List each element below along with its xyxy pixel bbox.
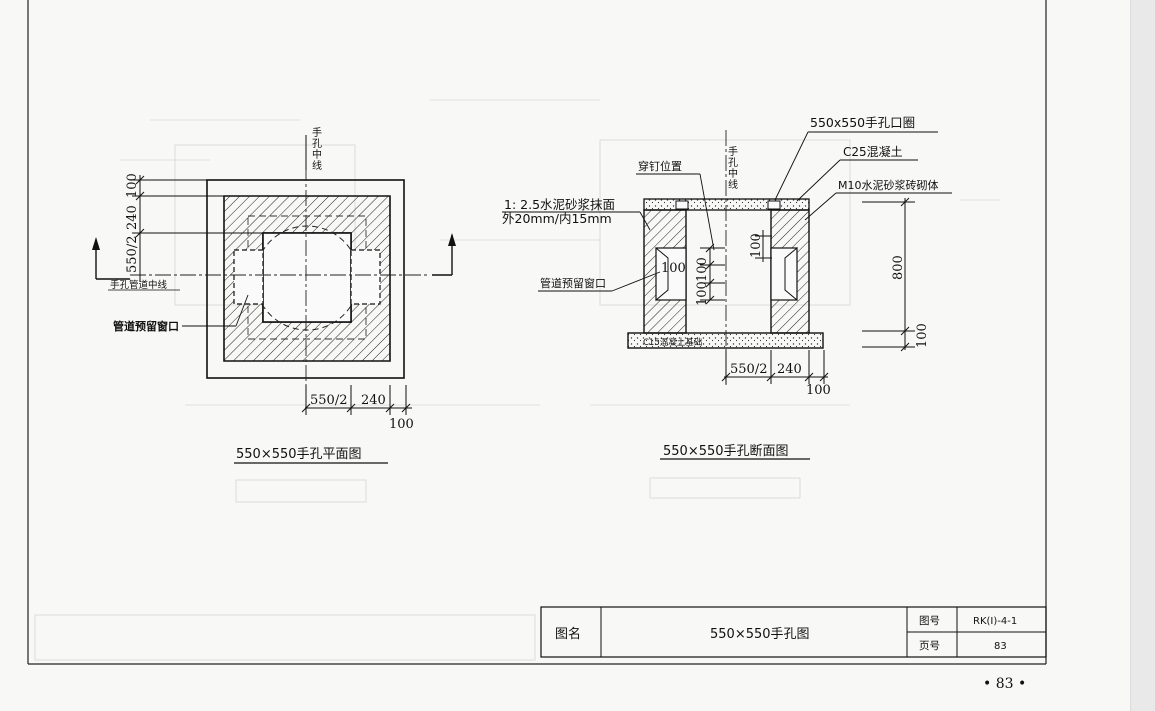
section-dim-100-right: 100 — [915, 323, 930, 348]
section-dim-100-c: 100 — [695, 257, 710, 282]
section-view-title: 550×550手孔断面图 — [663, 444, 789, 459]
section-frame-label: 550x550手孔口圈 — [810, 115, 915, 130]
plan-dim-240-left: 240 — [125, 205, 140, 230]
section-dim-240: 240 — [777, 362, 802, 377]
title-block-page-label: 页号 — [919, 640, 940, 652]
plan-centerline-label: 手孔中线 — [312, 126, 322, 172]
plan-window-label: 管道预留窗口 — [113, 319, 179, 333]
section-base-label: C15混凝土基础 — [643, 337, 702, 348]
engineering-drawing: 100 240 550/2 手孔中线 手孔管道中线 管道预留窗口 550/2 2… — [27, 0, 1047, 692]
drawing-sheet: 100 240 550/2 手孔中线 手孔管道中线 管道预留窗口 550/2 2… — [0, 0, 1130, 711]
title-block-drawing-no-value: RK(I)-4-1 — [973, 616, 1017, 627]
plan-dim-100-top: 100 — [125, 173, 140, 198]
section-view: C15混凝土基础 手孔中线 550x550手孔口圈 C25混凝土 M10水泥砂浆… — [502, 115, 952, 460]
section-dim-800: 800 — [891, 255, 906, 280]
plan-dim-vertical — [132, 175, 262, 282]
sheet-border — [27, 0, 1047, 665]
section-concrete-label: C25混凝土 — [843, 144, 903, 159]
section-top-cap — [643, 198, 810, 211]
title-block-name-label: 图名 — [555, 626, 581, 642]
section-dim-100-d: 100 — [695, 281, 710, 306]
plan-window-left — [233, 249, 264, 305]
title-block: 图名 550×550手孔图 图号 RK(I)-4-1 页号 83 — [540, 606, 1047, 658]
plan-dim-550-2-left: 550/2 — [125, 236, 140, 273]
plan-dim-240-bottom: 240 — [361, 393, 386, 408]
plan-chamber — [262, 232, 352, 323]
section-centerline-label: 手孔中线 — [728, 145, 738, 191]
scrollbar[interactable] — [1130, 0, 1155, 711]
section-arrow-left — [92, 237, 130, 280]
plan-view: 100 240 550/2 手孔中线 手孔管道中线 管道预留窗口 550/2 2… — [92, 126, 456, 464]
section-dim-inner — [700, 230, 772, 305]
section-dim-vertical — [862, 197, 915, 352]
section-window-label: 管道预留窗口 — [540, 276, 606, 290]
title-block-page-value: 83 — [994, 641, 1007, 652]
section-arrow-right — [432, 233, 456, 276]
section-window-left — [655, 247, 687, 301]
section-masonry-label: M10水泥砂浆砖砌体 — [838, 178, 939, 192]
title-block-name-value: 550×550手孔图 — [710, 627, 810, 642]
section-dim-550-2: 550/2 — [730, 362, 767, 377]
plan-dim-550-2-bottom: 550/2 — [310, 393, 347, 408]
plan-base-outline — [206, 179, 405, 379]
plan-view-title: 550×550手孔平面图 — [236, 447, 362, 462]
section-window-right — [770, 247, 798, 301]
section-dim-horizontal — [721, 350, 829, 384]
section-plaster-label-1: 1: 2.5水泥砂浆抹面 — [504, 197, 615, 212]
section-base-slab — [627, 332, 824, 349]
plan-dim-100-bottom: 100 — [389, 417, 414, 432]
section-dim-100-bottom: 100 — [806, 383, 831, 398]
section-dim-100-a: 100 — [749, 233, 764, 258]
plan-dim-horizontal — [301, 385, 412, 415]
section-dim-100-b: 100 — [661, 261, 686, 276]
plan-pipe-centerline-label: 手孔管道中线 — [110, 279, 168, 291]
section-nail-label: 穿钉位置 — [638, 159, 682, 173]
title-block-drawing-no-label: 图号 — [919, 615, 940, 627]
plan-window-right — [350, 249, 381, 305]
bleed-through-ghost — [34, 99, 1000, 661]
page-number: • 83 • — [983, 676, 1026, 692]
section-plaster-label-2: 外20mm/内15mm — [502, 211, 612, 226]
